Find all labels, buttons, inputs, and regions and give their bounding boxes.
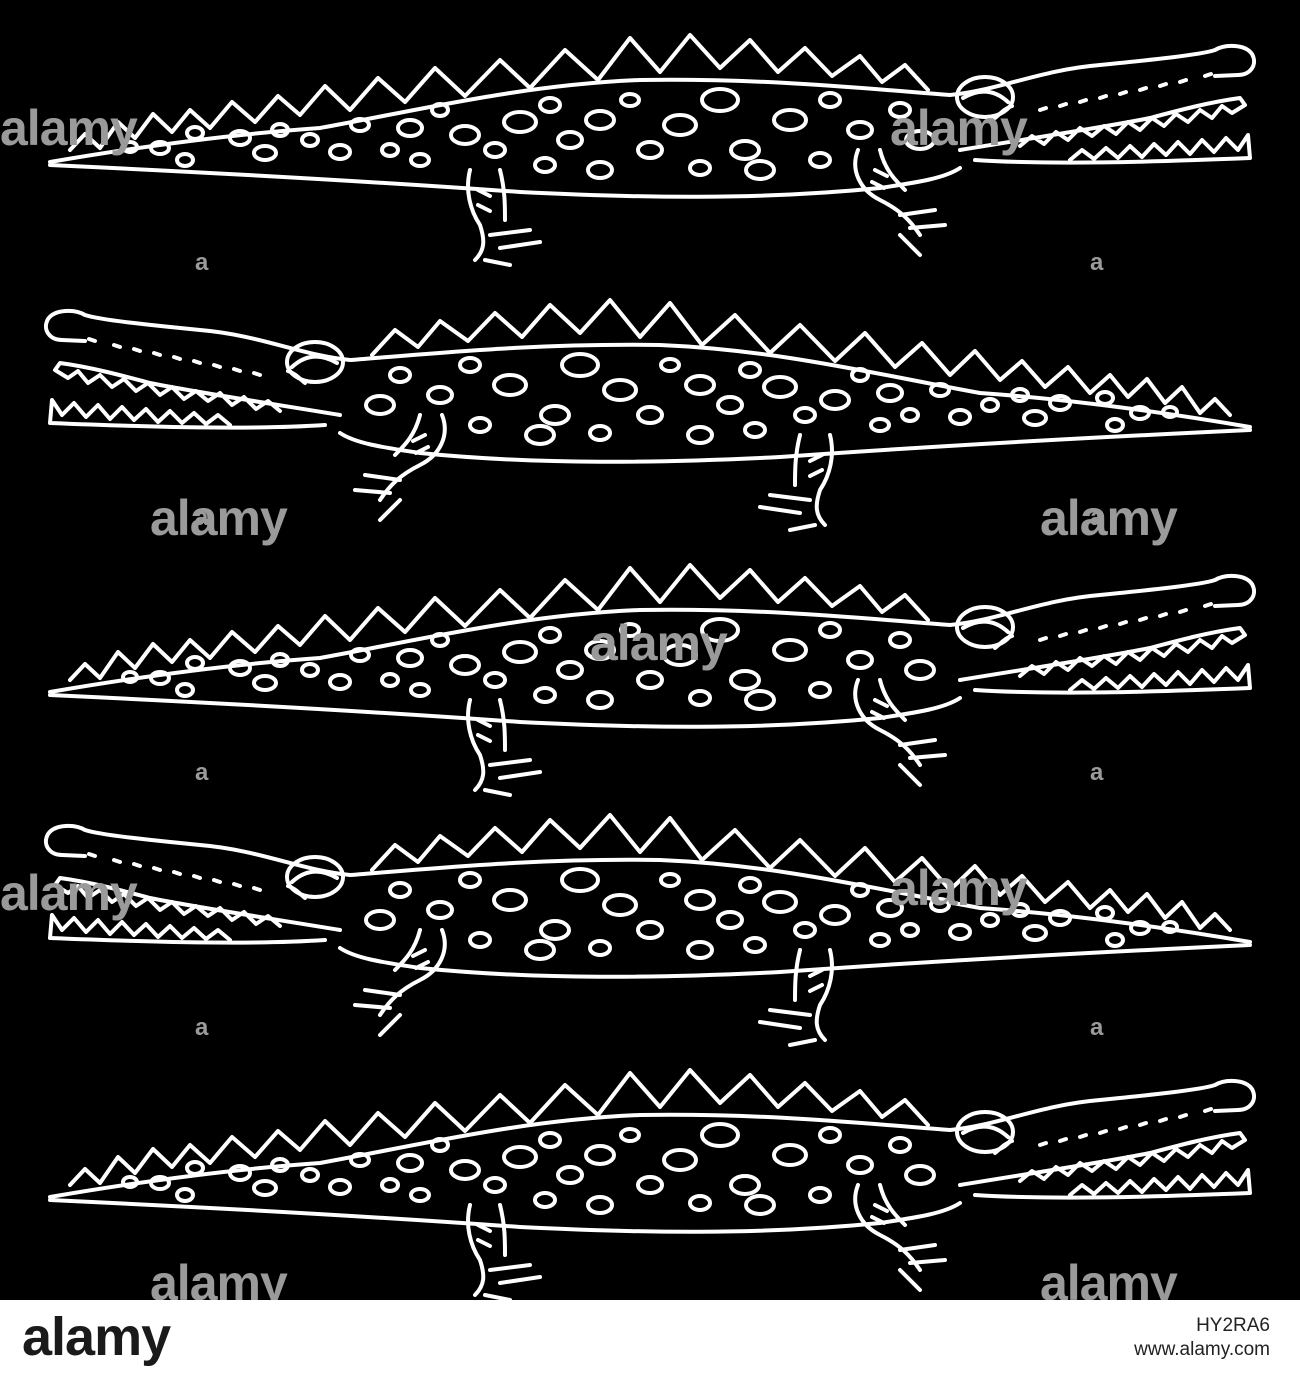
watermark-mark-5: a — [195, 759, 209, 786]
footer-meta: HY2RA6 www.alamy.com — [1134, 1314, 1270, 1362]
watermark-mark-4: a — [1090, 504, 1104, 531]
watermark-text-7: alamy — [890, 860, 1028, 916]
watermark-text-1: alamy — [0, 100, 138, 156]
footer-bar: alamy HY2RA6 www.alamy.com — [0, 1300, 1300, 1390]
watermarks-layer: alamy alamy alamy alamy alamy alamy alamy alamy… — [0, 100, 1179, 1300]
footer-logo: alamy — [22, 1307, 171, 1367]
watermark-text-5: alamy — [590, 615, 728, 671]
crocodile-3 — [48, 563, 1257, 797]
watermark-text-6: alamy — [0, 865, 138, 921]
site-url-text: www.alamy.com — [1134, 1339, 1270, 1360]
crocodile-4 — [43, 813, 1252, 1047]
watermark-text-2: alamy — [890, 100, 1028, 156]
watermark-mark-1: a — [195, 249, 209, 276]
watermark-text-4: alamy — [1040, 490, 1178, 546]
crocodile-1 — [48, 33, 1257, 267]
watermark-mark-2: a — [1090, 249, 1104, 276]
watermark-mark-8: a — [1090, 1014, 1104, 1041]
watermark-text-3: alamy — [150, 490, 288, 546]
crocodile-pattern-svg: alamy alamy alamy alamy alamy alamy alamy alamy… — [0, 33, 1257, 1300]
watermark-text-8: alamy — [150, 1255, 288, 1300]
watermark-mark-6: a — [1090, 759, 1104, 786]
watermark-mark-7: a — [195, 1014, 209, 1041]
watermark-text-9: alamy — [1040, 1255, 1178, 1300]
watermark-mark-3: a — [195, 504, 209, 531]
image-id-text: HY2RA6 — [1196, 1315, 1270, 1336]
crocodile-pattern-artwork: alamy alamy alamy alamy alamy alamy alamy alamy… — [0, 0, 1300, 1300]
